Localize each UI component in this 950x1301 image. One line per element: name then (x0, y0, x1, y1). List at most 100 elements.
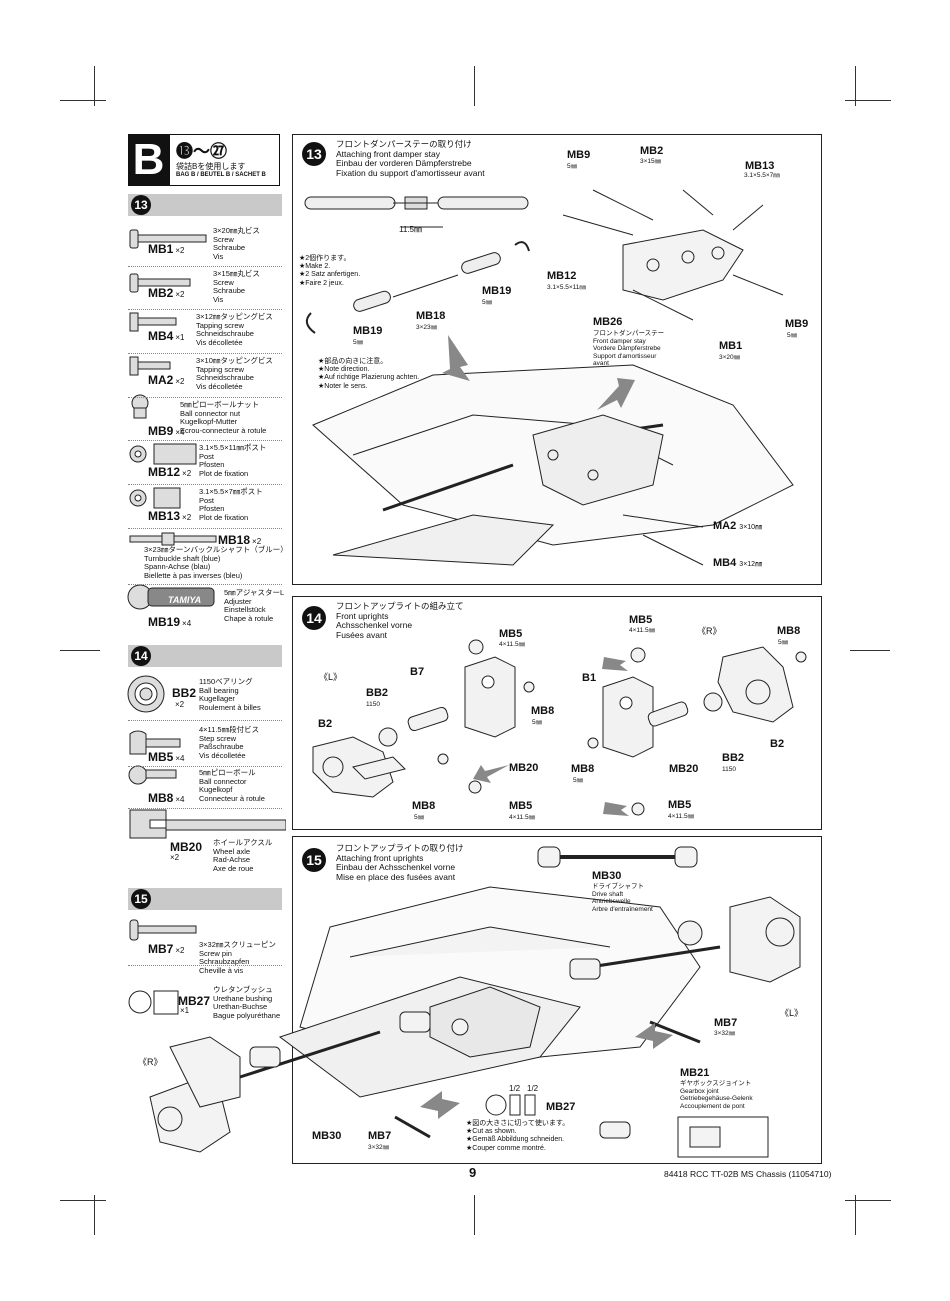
label-mb5: MB5 (629, 614, 653, 626)
step-15-panel (292, 836, 822, 1164)
bag-jp: 袋詰Bを使用します (176, 162, 246, 171)
part-desc-mb2: 3×15㎜丸ビス Screw Schraube Vis (213, 269, 260, 304)
mb27-illustration (128, 990, 179, 1015)
part-desc-mb4: 3×12㎜タッピングビス Tapping screw Schneidschrau… (196, 312, 273, 347)
label-mb27: MB27 (546, 1101, 576, 1113)
crop-mark (94, 1195, 95, 1235)
part-code-mb13: MB13×2 (148, 509, 192, 523)
crop-mark (60, 650, 100, 651)
label-mb5: MB5 (499, 628, 523, 640)
part-code-mb2: MB2×2 (148, 286, 185, 300)
label-mb5-size: 4×11.5㎜ (499, 641, 526, 648)
parts-illustrations (127, 229, 286, 941)
divider (128, 720, 282, 721)
step-14-right-tag: 《R》 (697, 626, 722, 636)
label-mb13-size: 3.1×5.5×7㎜ (744, 172, 780, 179)
label-mb8: MB8 (777, 625, 801, 637)
label-mb7-size: 3×32㎜ (368, 1144, 390, 1151)
label-mb19-size: 5㎜ (353, 339, 364, 346)
step-number: 14 (131, 646, 151, 666)
bag-label: BAG B / BEUTEL B / SACHET B (176, 172, 266, 178)
divider (128, 266, 282, 267)
step-15-diagram (149, 846, 801, 1158)
crop-mark (474, 1195, 475, 1235)
step-bar-14: 14 (128, 645, 282, 667)
part-desc-mb7: 3×32㎜スクリューピン Screw pin Schraubzapfen Che… (199, 940, 276, 975)
label-mb19: MB19 (353, 325, 383, 337)
part-desc-mb1: 3×20㎜丸ビス Screw Schraube Vis (213, 226, 260, 261)
step-bar-13: 13 (128, 194, 282, 216)
label-mb8-size: 5㎜ (414, 814, 425, 821)
label-mb5-size: 4×11.5㎜ (509, 814, 536, 821)
divider (128, 440, 282, 441)
label-mb13: MB13 (745, 160, 775, 172)
label-mb21: MB21 (680, 1067, 710, 1079)
label-bb2-size: 1150 (366, 701, 380, 708)
label-mb20: MB20 (669, 763, 699, 775)
label-mb12-size: 3.1×5.5×11㎜ (547, 284, 586, 291)
half-mark: 1/2 (527, 1084, 539, 1093)
step-15-cut-note: ★図の大きさに切って使います。 ★Cut as shown. ★Gemäß Ab… (466, 1120, 570, 1152)
label-b7: B7 (410, 666, 425, 678)
label-mb12: MB12 (547, 270, 577, 282)
part-desc-mb5: 4×11.5㎜段付ビス Step screw Paßschraube Vis d… (199, 725, 260, 760)
label-mb4: MB4 3×12㎜ (713, 557, 763, 569)
bag-letter: B (128, 134, 169, 186)
label-mb1: MB1 (719, 340, 743, 352)
part-desc-bb2: 1150ベアリング Ball bearing Kugellager Roulem… (199, 677, 261, 712)
step-15-left-tag: 《L》 (780, 1008, 804, 1018)
part-desc-mb27: ウレタンブッシュ Urethane bushing Urethan-Buchse… (213, 985, 281, 1020)
step-13-diagram (304, 189, 794, 566)
crop-mark (845, 100, 891, 101)
crop-mark (60, 100, 106, 101)
half-mark: 1/2 (509, 1084, 521, 1093)
divider (128, 766, 282, 767)
label-mb8-size: 5㎜ (778, 639, 789, 646)
part-code-mb4: MB4×1 (148, 329, 185, 343)
step-13-direction-note: ★部品の向きに注意。 ★Note direction. ★Auf richtig… (318, 358, 420, 390)
part-code-ma2: MA2×2 (148, 373, 185, 387)
part-desc-mb18: 3×23㎜ターンバックルシャフト（ブルー） Turnbuckle shaft (… (144, 545, 288, 580)
divider (128, 808, 282, 809)
label-mb2: MB2 (640, 145, 664, 157)
label-mb5-size: 4×11.5㎜ (668, 813, 695, 820)
label-mb18-size: 3×23㎜ (416, 324, 438, 331)
part-qty-bb2: ×2 (175, 700, 185, 709)
label-mb30-desc: ドライブシャフト Drive shaft Antriebswelle Arbre… (592, 883, 653, 913)
label-b1: B1 (582, 672, 597, 684)
part-qty-mb20: ×2 (170, 853, 180, 862)
step-14-number: 14 (302, 606, 326, 630)
label-mb30: MB30 (592, 870, 622, 882)
adjuster-logo: TAMIYA (168, 595, 202, 605)
part-code-mb27: MB27 (178, 994, 211, 1008)
crop-mark (850, 650, 890, 651)
divider (128, 528, 282, 529)
part-desc-mb20: ホイールアクスル Wheel axle Rad-Achse Axe de rou… (213, 838, 273, 873)
label-mb5-size: 4×11.5㎜ (629, 627, 656, 634)
label-mb19: MB19 (482, 285, 512, 297)
label-ma2: MA2 3×10㎜ (713, 520, 763, 532)
label-mb8: MB8 (531, 705, 555, 717)
label-mb30: MB30 (312, 1130, 342, 1142)
divider (128, 353, 282, 354)
step-14-left-tag: 《L》 (319, 672, 343, 682)
part-code-mb8: MB8×4 (148, 791, 185, 805)
label-mb18: MB18 (416, 310, 446, 322)
crop-mark (855, 1195, 856, 1235)
step-14-diagram (312, 639, 807, 816)
step-15-title: フロントアップライトの取り付け Attaching front uprights… (336, 843, 464, 882)
step-15-number: 15 (302, 848, 326, 872)
crop-mark (845, 1200, 891, 1201)
label-mb19-size: 5㎜ (482, 299, 493, 306)
part-code-mb1: MB1×2 (148, 242, 185, 256)
label-mb26-desc: フロントダンパーステー Front damper stay Vordere Dä… (593, 330, 665, 368)
label-bb2: BB2 (366, 687, 389, 699)
label-mb7-size: 3×32㎜ (714, 1030, 736, 1037)
part-desc-mb12: 3.1×5.5×11㎜ポスト Post Pfosten Plot de fixa… (199, 443, 267, 478)
label-bb2-size: 1150 (722, 766, 736, 773)
crop-mark (60, 1200, 106, 1201)
label-mb7: MB7 (368, 1130, 392, 1142)
label-mb21-desc: ギヤボックスジョイント Gearbox joint Getriebegehäus… (680, 1080, 753, 1110)
step-13-number: 13 (302, 142, 326, 166)
label-mb2-size: 3×15㎜ (640, 158, 662, 165)
